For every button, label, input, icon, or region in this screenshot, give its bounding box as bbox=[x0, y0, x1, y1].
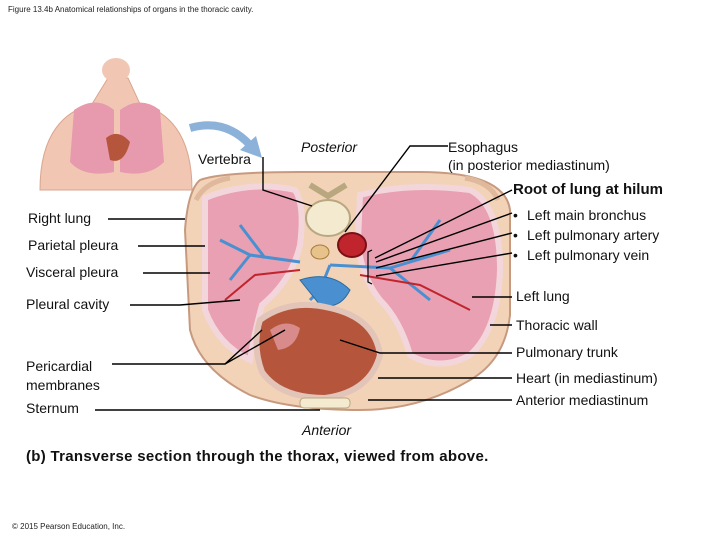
list-item: Left pulmonary artery bbox=[513, 225, 659, 245]
left-lung-label: Left lung bbox=[516, 288, 570, 304]
list-item: Left main bronchus bbox=[513, 205, 659, 225]
list-item: Left pulmonary vein bbox=[513, 245, 659, 265]
aorta bbox=[337, 232, 367, 258]
root-items-list: Left main bronchus Left pulmonary artery… bbox=[513, 205, 659, 265]
sternum-label: Sternum bbox=[26, 400, 79, 416]
parietal-pleura-label: Parietal pleura bbox=[28, 237, 119, 253]
right-lung-label: Right lung bbox=[28, 210, 92, 226]
esophagus-sub-label: (in posterior mediastinum) bbox=[448, 157, 610, 173]
thoracic-wall-label: Thoracic wall bbox=[516, 317, 598, 333]
leader-lines bbox=[95, 145, 513, 411]
sternum bbox=[299, 397, 351, 409]
anterior-mediastinum-label: Anterior mediastinum bbox=[516, 392, 649, 408]
posterior-label: Posterior bbox=[301, 139, 358, 155]
root-of-lung-label: Root of lung at hilum bbox=[513, 181, 663, 198]
view-arrow bbox=[188, 121, 253, 148]
cross-section bbox=[183, 171, 511, 412]
vertebra-label: Vertebra bbox=[198, 151, 251, 167]
figure-subtitle: (b) Transverse section through the thora… bbox=[26, 448, 489, 465]
esophagus bbox=[310, 244, 330, 260]
vertebra-body bbox=[305, 199, 351, 237]
pericardial-label: Pericardial bbox=[26, 358, 93, 374]
membranes-label: membranes bbox=[26, 377, 100, 393]
torso-inset bbox=[39, 58, 193, 191]
figure-caption: Figure 13.4b Anatomical relationships of… bbox=[8, 5, 254, 14]
heart-label: Heart (in mediastinum) bbox=[516, 370, 658, 386]
anterior-label: Anterior bbox=[302, 422, 352, 438]
pleural-cavity-label: Pleural cavity bbox=[26, 296, 110, 312]
visceral-pleura-label: Visceral pleura bbox=[26, 264, 119, 280]
pulmonary-trunk-label: Pulmonary trunk bbox=[516, 344, 618, 360]
heart bbox=[253, 301, 384, 402]
esophagus-label: Esophagus bbox=[448, 139, 519, 155]
copyright-notice: © 2015 Pearson Education, Inc. bbox=[12, 522, 126, 531]
